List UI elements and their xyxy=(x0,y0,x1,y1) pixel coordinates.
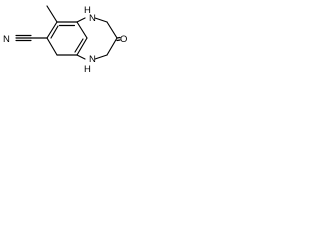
piperazinone-ring xyxy=(76,17,118,60)
lower-nh-hydrogen-label: H xyxy=(84,64,91,75)
lower-nh-nitrogen-label: N xyxy=(89,54,96,65)
ring-bond xyxy=(46,21,58,39)
ring-bond xyxy=(106,37,118,56)
carbonyl-oxygen-label: O xyxy=(120,34,127,45)
carbonyl-double-bond xyxy=(116,36,121,42)
benzene-ring xyxy=(46,21,88,56)
methyl-bond xyxy=(46,5,58,23)
ring-double-bond xyxy=(50,25,59,39)
ring-bond xyxy=(94,17,108,23)
upper-nh-nitrogen-label: N xyxy=(89,13,96,24)
chemical-structure-diagram: N O H N N H xyxy=(3,5,127,75)
ring-bond xyxy=(76,21,88,39)
nitrile-nitrogen-label: N xyxy=(3,34,10,45)
ring-double-bond xyxy=(74,38,84,53)
upper-nh-hydrogen-label: H xyxy=(84,5,91,16)
ring-bond xyxy=(76,54,86,60)
ring-bond xyxy=(46,37,58,56)
ring-bond xyxy=(94,54,108,60)
nitrile-triple-bond xyxy=(15,34,32,42)
ring-bond xyxy=(76,37,88,56)
ring-bond xyxy=(106,21,118,39)
ring-bond xyxy=(76,17,86,23)
